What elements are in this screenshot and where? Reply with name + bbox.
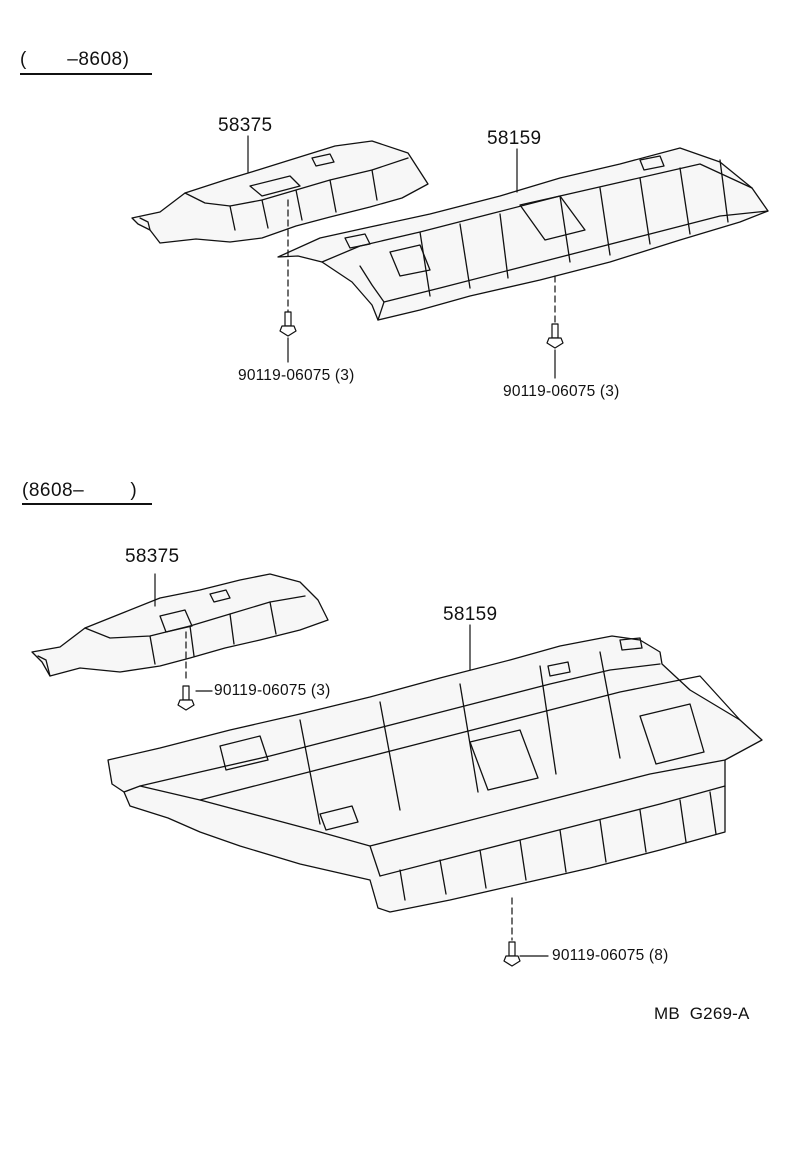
bolt-icon (177, 685, 195, 711)
part-number-label: 58159 (487, 128, 542, 149)
bolt-icon (546, 323, 564, 349)
date-range-label: ( –8608) (20, 49, 130, 70)
fastener-label: 90119-06075 (3) (238, 367, 355, 384)
figure-code: MB G269-A (654, 1004, 750, 1023)
fastener-label: 90119-06075 (3) (503, 383, 620, 400)
part-number-label: 58159 (443, 604, 498, 625)
part-number-label: 58375 (125, 546, 180, 567)
leader-lines-top (247, 135, 556, 379)
heat-insulator-58375-early (131, 140, 429, 244)
date-range-underline (22, 503, 152, 505)
date-range-label: (8608– ) (22, 480, 138, 501)
fastener-label: 90119-06075 (8) (552, 947, 669, 964)
heat-insulator-58375-late (31, 573, 329, 677)
date-range-underline (20, 73, 152, 75)
leader-lines-bottom (154, 573, 549, 957)
bolt-icon (503, 941, 521, 967)
heat-insulator-58159-late (107, 635, 763, 913)
fastener-label: 90119-06075 (3) (214, 682, 331, 699)
bolt-icon (279, 311, 297, 337)
heat-insulator-58159-early (277, 147, 769, 321)
part-number-label: 58375 (218, 115, 273, 136)
